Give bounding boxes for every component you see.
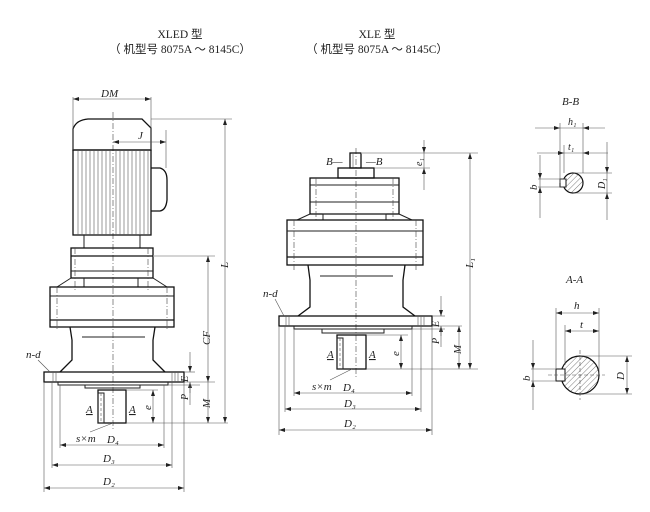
section-bb-title: B-B [562, 96, 579, 108]
xle-dim-L1: L₁ [464, 258, 476, 269]
xle-flange [278, 315, 433, 327]
xled-motor-cap [72, 118, 152, 151]
xled-title: XLED 型 （ 机型号 8075A ～ 8145C） [85, 28, 275, 58]
xle-drawing: B— —B e₁ L₁ E P M e A A n [263, 140, 478, 435]
section-aa: A-A h t b D [521, 274, 632, 410]
section-aa-dim-h: h [574, 300, 580, 312]
section-bb-dim-D1: D₁ [597, 178, 608, 190]
xled-dim-D4: D₄ [106, 434, 119, 446]
xled-adapter [70, 247, 154, 279]
xle-model-name: XLE 型 [358, 29, 396, 41]
xle-model-range: （ 机型号 8075A ～ 8145C） [306, 44, 448, 56]
xle-section-B-left: B— [326, 156, 343, 168]
xle-dim-D2: D₂ [343, 418, 356, 430]
xled-dim-D2: D₂ [102, 476, 115, 488]
section-aa-dim-D: D [615, 372, 627, 381]
xled-dim-L: L [219, 262, 231, 269]
xled-lower-body [59, 326, 166, 373]
section-bb-dim-h1: h₁ [568, 117, 576, 128]
xle-dim-E: E [431, 321, 442, 328]
xled-flange [43, 371, 185, 383]
section-bb-dim-b: b [528, 184, 540, 190]
xled-dim-J: J [138, 130, 144, 142]
xle-output-shaft [336, 334, 367, 370]
xle-upper-housing [309, 177, 400, 215]
xled-model-range: （ 机型号 8075A ～ 8145C） [109, 44, 251, 56]
xled-label-sxm: s×m [76, 433, 96, 445]
xled-dim-D3: D₃ [102, 453, 115, 465]
xle-section-A-left: A [326, 349, 334, 361]
xled-dim-DM: DM [100, 88, 119, 100]
xled-dim-E: E [180, 376, 191, 383]
xle-label-n-d: n-d [263, 288, 278, 300]
section-bb-key [559, 178, 567, 188]
xled-output-shaft [97, 389, 127, 424]
xle-dim-M: M [452, 344, 464, 355]
xle-lower-body [297, 264, 416, 317]
xle-title: XLE 型 （ 机型号 8075A ～ 8145C） [282, 28, 472, 58]
xled-dim-e: e [142, 405, 154, 410]
section-aa-title: A-A [565, 274, 583, 286]
section-aa-dim-t: t [580, 319, 584, 331]
xle-dim-D3: D₃ [343, 398, 356, 410]
xle-dim-e: e [390, 351, 402, 356]
xled-label-n-d: n-d [26, 349, 41, 361]
xled-model-name: XLED 型 [157, 29, 203, 41]
section-aa-dim-b: b [521, 375, 533, 381]
xled-gear-housing [49, 286, 175, 328]
xle-dim-D4: D₄ [342, 382, 355, 394]
section-bb-dim-t1: t₁ [568, 142, 574, 153]
xled-motor-fins [77, 150, 149, 235]
xle-dim-P: P [431, 338, 442, 345]
xle-label-sxm: s×m [312, 381, 332, 393]
xled-section-A-left: A [85, 404, 93, 416]
xled-motor-body [72, 149, 152, 236]
xled-dim-CF: CF [201, 331, 213, 345]
xle-dim-e1: e₁ [414, 158, 425, 166]
xled-drawing: DM J L CF E P M e [26, 88, 232, 492]
xle-gear-housing [286, 219, 424, 266]
xle-section-A-right: A [368, 349, 376, 361]
xled-dim-P: P [180, 394, 191, 401]
xle-input-shaft [349, 152, 362, 169]
xled-section-A-right: A [128, 404, 136, 416]
xled-dim-M: M [201, 398, 213, 409]
xled-terminal-box [151, 167, 168, 212]
section-bb: B-B h₁ t₁ b D₁ [528, 96, 612, 220]
xle-section-B-right: —B [365, 156, 383, 168]
